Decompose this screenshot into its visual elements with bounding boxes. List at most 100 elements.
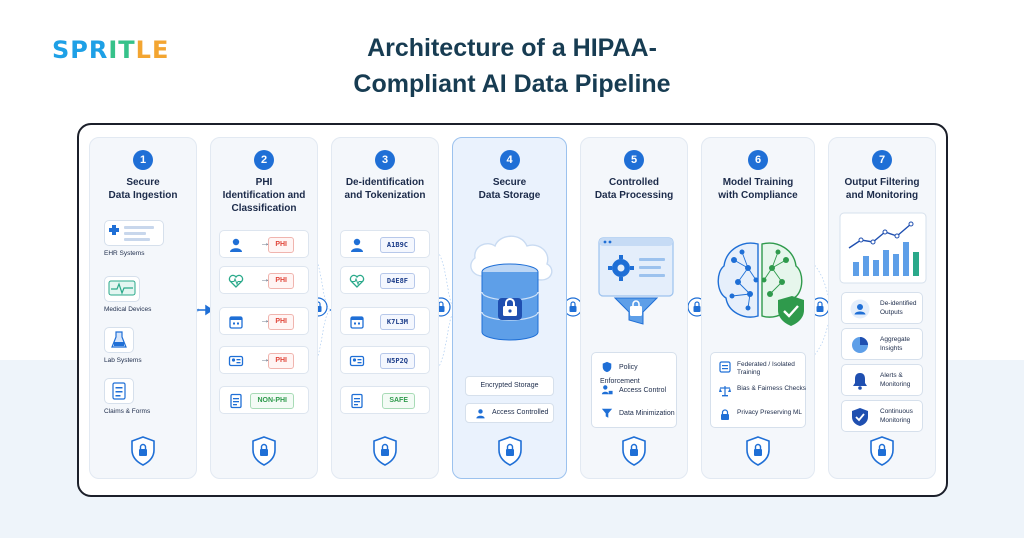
- stage-title: Output Filtering and Monitoring: [844, 177, 920, 201]
- policy-enforcement-item: Policy Enforcement: [600, 361, 676, 385]
- server-icon: [719, 361, 731, 373]
- source-label: Lab Systems: [104, 357, 142, 364]
- phi-row: → PHI: [219, 307, 309, 335]
- token-row: → N5P2Q: [340, 346, 430, 374]
- calendar-icon: [350, 316, 364, 329]
- data-minimization-item: Data Minimization: [600, 407, 675, 421]
- id-card-icon: [228, 355, 244, 367]
- stage-title: Secure Data Ingestion: [108, 177, 178, 201]
- document-icon: [230, 393, 242, 409]
- stage-4-secure-data-storage: 4 Secure Data Storage Encrypted Storage …: [452, 137, 567, 479]
- token-tag: A1B9C: [379, 237, 415, 253]
- document-icon: [104, 378, 134, 404]
- stage-title: PHI Identification and Classification: [222, 177, 306, 214]
- stage-title: Secure Data Storage: [478, 177, 541, 201]
- phi-tag: PHI: [268, 237, 294, 253]
- cloud-database-icon: [470, 235, 553, 341]
- encrypted-storage-box: Encrypted Storage: [465, 376, 554, 396]
- arrow-icon: →: [260, 354, 270, 365]
- diagram-title: Architecture of a HIPAA- Compliant AI Da…: [0, 30, 1024, 102]
- gear-funnel-icon: [598, 237, 674, 325]
- step-number: 5: [624, 150, 644, 170]
- scale-icon: [719, 386, 731, 397]
- federated-training-item: Federated / Isolated Training: [737, 361, 795, 376]
- output-item: Alerts & Monitoring: [841, 364, 923, 396]
- stage-1-secure-data-ingestion: 1 Secure Data Ingestion EHR Systems Medi…: [89, 137, 197, 479]
- safe-tag: SAFE: [382, 393, 415, 409]
- stage-title: De-identification and Tokenization: [344, 177, 426, 201]
- step-number: 7: [872, 150, 892, 170]
- title-line-2: Compliant AI Data Pipeline: [353, 70, 671, 98]
- pie-chart-icon: [852, 337, 868, 353]
- training-controls-list: Federated / Isolated Training Bias & Fai…: [710, 352, 806, 428]
- token-row: → K7L3M: [340, 307, 430, 335]
- non-phi-tag: NON-PHI: [250, 393, 294, 409]
- arrow-icon: →: [260, 315, 270, 326]
- ehr-icon: [104, 220, 164, 246]
- token-tag: N5P2Q: [379, 353, 415, 369]
- output-item: De-identified Outputs: [841, 292, 923, 324]
- phi-row: → NON-PHI: [219, 386, 309, 414]
- bar-line-chart-icon: [839, 212, 927, 284]
- shield-icon: [602, 362, 612, 373]
- token-tag: D4E8F: [379, 273, 415, 289]
- token-tag: K7L3M: [379, 314, 415, 330]
- step-number: 1: [133, 150, 153, 170]
- access-control-item: Access Control: [600, 384, 666, 398]
- output-label: De-identified Outputs: [880, 300, 917, 316]
- token-row: → A1B9C: [340, 230, 430, 258]
- source-label: Medical Devices: [104, 306, 152, 313]
- calendar-icon: [229, 316, 243, 329]
- id-card-icon: [349, 355, 365, 367]
- phi-tag: PHI: [268, 353, 294, 369]
- output-label: Continuous Monitoring: [880, 408, 913, 424]
- phi-row: → PHI: [219, 266, 309, 294]
- user-circle-icon: [850, 299, 870, 319]
- source-label: EHR Systems: [104, 250, 145, 257]
- neural-brain-icon: [717, 242, 804, 326]
- stage-6-model-training: 6 Model Training with Compliance Federat…: [701, 137, 815, 479]
- source-label: Claims & Forms: [104, 408, 151, 415]
- stage-7-output-monitoring: 7 Output Filtering and Monitoring De-ide…: [828, 137, 936, 479]
- heartbeat-icon: [349, 274, 365, 288]
- shield-lock-icon: [497, 436, 522, 466]
- privacy-preserving-item: Privacy Preserving ML: [737, 409, 803, 416]
- source-medical-devices: Medical Devices: [104, 276, 151, 313]
- output-item: Continuous Monitoring: [841, 400, 923, 432]
- monitor-icon: [104, 276, 140, 302]
- processing-controls-list: Policy Enforcement Access Control Data M…: [591, 352, 677, 428]
- shield-lock-icon: [252, 436, 276, 466]
- stage-title: Model Training with Compliance: [718, 177, 798, 201]
- source-ehr-systems: EHR Systems: [104, 220, 164, 257]
- phi-tag: PHI: [268, 273, 294, 289]
- bias-fairness-item: Bias & Fairness Checks: [737, 385, 806, 392]
- sprittle-logo: SPRITLE: [52, 36, 170, 64]
- step-number: 3: [375, 150, 395, 170]
- phi-row: → PHI: [219, 230, 309, 258]
- token-row: → SAFE: [340, 386, 430, 414]
- step-number: 2: [254, 150, 274, 170]
- token-row: → D4E8F: [340, 266, 430, 294]
- shield-lock-icon: [870, 436, 894, 466]
- source-claims-forms: Claims & Forms: [104, 378, 150, 415]
- flask-icon: [104, 327, 134, 353]
- lock-icon: [721, 409, 729, 420]
- arrow-icon: →: [260, 274, 270, 285]
- title-line-1: Architecture of a HIPAA-: [367, 34, 657, 62]
- source-lab-systems: Lab Systems: [104, 327, 142, 364]
- phi-tag: PHI: [268, 314, 294, 330]
- output-label: Aggregate Insights: [880, 336, 910, 352]
- shield-lock-icon: [131, 436, 155, 466]
- shield-lock-icon: [622, 436, 646, 466]
- stage-5-controlled-processing: 5 Controlled Data Processing Policy Enfo…: [580, 137, 688, 479]
- person-icon: [476, 409, 485, 419]
- user-lock-icon: [601, 385, 613, 395]
- heartbeat-icon: [228, 274, 244, 288]
- stage-title: Controlled Data Processing: [594, 177, 674, 201]
- person-icon: [351, 238, 363, 252]
- stage-2-phi-identification: 2 PHI Identification and Classification …: [210, 137, 318, 479]
- output-label: Alerts & Monitoring: [880, 372, 911, 388]
- stage-3-de-identification: 3 De-identification and Tokenization → A…: [331, 137, 439, 479]
- box-label: Access Controlled: [492, 409, 549, 416]
- bell-icon: [853, 373, 867, 390]
